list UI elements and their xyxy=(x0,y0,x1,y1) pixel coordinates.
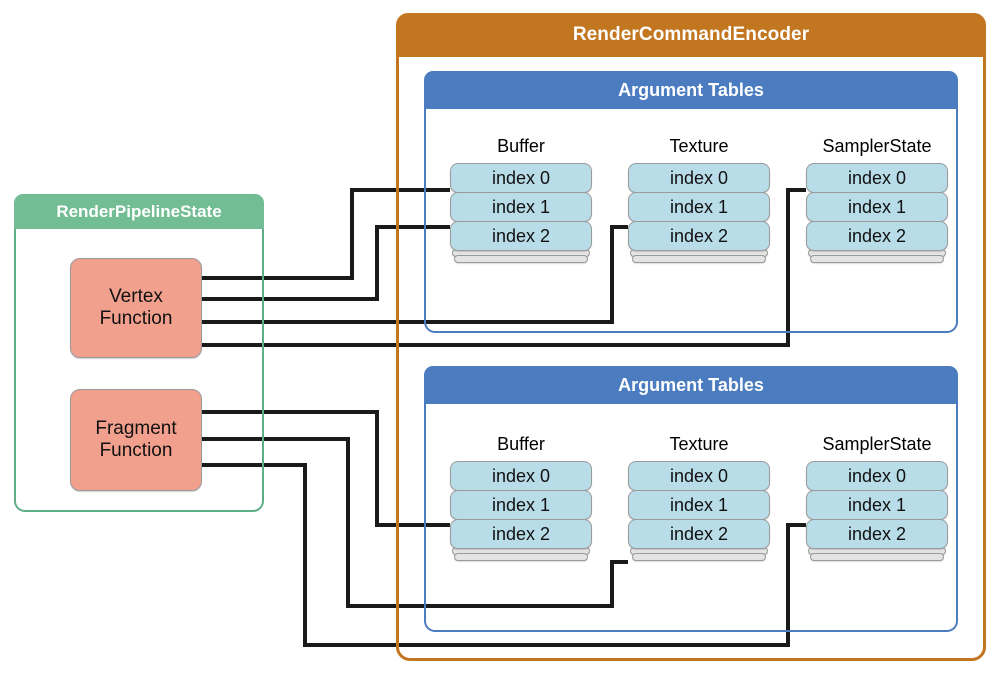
wire-vertex-buffer-0 xyxy=(202,188,450,280)
wire-fragment-texture-2 xyxy=(202,437,628,608)
column-title-texture-vertex: Texture xyxy=(669,136,729,156)
argument-tables-title-vertex: Argument Tables xyxy=(424,71,958,109)
slot-stack-layer-2-buffer-fragment xyxy=(454,553,588,561)
slot-texture-index-2-fragment[interactable]: index 2 xyxy=(628,519,770,549)
slot-buffer-index-0-fragment[interactable]: index 0 xyxy=(450,461,592,491)
vertex-function-block[interactable]: Vertex Function xyxy=(70,258,202,358)
wire-fragment-sampler-1 xyxy=(202,463,806,647)
argument-tables-box-fragment: Argument Tables xyxy=(424,366,958,632)
render-command-encoder-box: RenderCommandEncoder xyxy=(396,13,986,661)
argument-tables-box-vertex: Argument Tables xyxy=(424,71,958,333)
slot-stack-layer-2-texture-fragment xyxy=(632,553,766,561)
slot-texture-index-1-vertex[interactable]: index 1 xyxy=(628,192,770,222)
slot-samplerstate-index-0-fragment[interactable]: index 0 xyxy=(806,461,948,491)
slot-stack-layer-2-buffer-vertex xyxy=(454,255,588,263)
slot-texture-index-2-vertex[interactable]: index 2 xyxy=(628,221,770,251)
slot-texture-index-1-fragment[interactable]: index 1 xyxy=(628,490,770,520)
fragment-function-label-line2: Function xyxy=(99,440,173,461)
column-title-samplerstate-vertex: SamplerState xyxy=(822,136,932,156)
vertex-function-label-line1: Vertex xyxy=(109,285,163,307)
column-title-buffer-vertex: Buffer xyxy=(497,136,545,156)
column-samplerstate-vertex: SamplerState index 0 index 1 index 2 xyxy=(806,136,948,263)
slot-buffer-index-1-vertex[interactable]: index 1 xyxy=(450,192,592,222)
column-texture-fragment: Texture index 0 index 1 index 2 xyxy=(628,434,770,561)
column-buffer-vertex: Buffer index 0 index 1 index 2 xyxy=(450,136,592,263)
render-pipeline-state-title: RenderPipelineState xyxy=(14,194,264,229)
slot-buffer-index-2-fragment[interactable]: index 2 xyxy=(450,519,592,549)
slot-samplerstate-index-0-vertex[interactable]: index 0 xyxy=(806,163,948,193)
column-title-buffer-fragment: Buffer xyxy=(497,434,545,454)
wire-fragment-buffer-1 xyxy=(202,410,450,527)
slot-texture-index-0-vertex[interactable]: index 0 xyxy=(628,163,770,193)
slot-buffer-index-1-fragment[interactable]: index 1 xyxy=(450,490,592,520)
column-samplerstate-fragment: SamplerState index 0 index 1 index 2 xyxy=(806,434,948,561)
wire-vertex-texture-1 xyxy=(202,225,628,324)
fragment-function-label-line1: Fragment xyxy=(95,417,177,439)
vertex-function-label-line2: Function xyxy=(99,308,173,329)
slot-samplerstate-index-2-fragment[interactable]: index 2 xyxy=(806,519,948,549)
column-title-samplerstate-fragment: SamplerState xyxy=(822,434,932,454)
render-command-encoder-title: RenderCommandEncoder xyxy=(396,13,986,57)
slot-texture-index-0-fragment[interactable]: index 0 xyxy=(628,461,770,491)
slot-buffer-index-2-vertex[interactable]: index 2 xyxy=(450,221,592,251)
column-buffer-fragment: Buffer index 0 index 1 index 2 xyxy=(450,434,592,561)
fragment-function-block[interactable]: Fragment Function xyxy=(70,389,202,491)
slot-stack-layer-2-samplerstate-fragment xyxy=(810,553,944,561)
render-pipeline-state-box: RenderPipelineState xyxy=(14,194,264,512)
column-texture-vertex: Texture index 0 index 1 index 2 xyxy=(628,136,770,263)
wire-vertex-buffer-1 xyxy=(202,225,450,301)
slot-samplerstate-index-1-fragment[interactable]: index 1 xyxy=(806,490,948,520)
slot-buffer-index-0-vertex[interactable]: index 0 xyxy=(450,163,592,193)
slot-stack-layer-2-texture-vertex xyxy=(632,255,766,263)
slot-samplerstate-index-1-vertex[interactable]: index 1 xyxy=(806,192,948,222)
argument-tables-title-fragment: Argument Tables xyxy=(424,366,958,404)
wire-vertex-sampler-0 xyxy=(202,188,806,347)
column-title-texture-fragment: Texture xyxy=(669,434,729,454)
slot-samplerstate-index-2-vertex[interactable]: index 2 xyxy=(806,221,948,251)
slot-stack-layer-2-samplerstate-vertex xyxy=(810,255,944,263)
